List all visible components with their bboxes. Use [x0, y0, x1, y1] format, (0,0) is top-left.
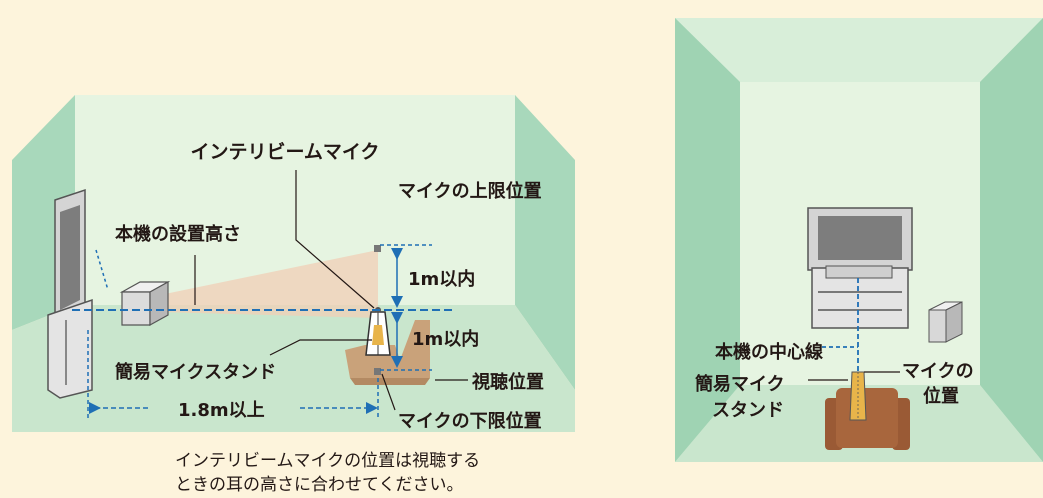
right-leader-lines	[808, 371, 900, 381]
left-room	[12, 95, 575, 432]
tv-rack	[807, 207, 913, 329]
caption-line-2: ときの耳の高さに合わせてください。	[175, 475, 464, 495]
label-within-1m-lower: 1m以内	[412, 328, 479, 350]
label-mic-position-line1: マイクの	[902, 361, 974, 382]
sound-beam	[160, 250, 378, 318]
label-mic-lower-limit: マイクの下限位置	[398, 410, 542, 432]
label-simple-mic-line2: スタンド	[712, 400, 784, 421]
label-simple-mic-line1: 簡易マイク	[695, 373, 785, 395]
label-mic-position-line2: 位置	[923, 385, 959, 407]
label-simple-mic-stand: 簡易マイクスタンド	[115, 361, 276, 383]
mic-upper-marker	[374, 245, 381, 252]
armchair	[825, 388, 910, 450]
left-room-floor	[12, 305, 575, 432]
right-guide-lines	[822, 278, 859, 372]
label-mic-upper-limit: マイクの上限位置	[398, 180, 542, 202]
small-speaker	[928, 301, 963, 343]
label-unit-install-height: 本機の設置高さ	[115, 223, 241, 245]
right-room-left-wall	[675, 18, 740, 462]
label-within-1m-upper: 1m以内	[408, 268, 475, 290]
label-intellibeam-mic: インテリビームマイク	[190, 141, 379, 163]
right-room-right-wall	[980, 18, 1043, 462]
label-unit-center-line: 本機の中心線	[715, 341, 823, 363]
mic-lower-marker	[374, 368, 381, 375]
main-unit-box	[119, 280, 171, 327]
leader-lines	[194, 170, 468, 411]
label-min-distance: 1.8m以上	[178, 400, 265, 421]
left-room-right-wall	[515, 95, 575, 390]
tv-set	[47, 188, 93, 399]
right-room-ceiling	[675, 18, 1043, 82]
caption-line-1: インテリビームマイクの位置は視聴する	[175, 451, 480, 471]
label-listening-position: 視聴位置	[471, 371, 544, 393]
guide-lines	[72, 244, 455, 420]
mic-stand-right	[849, 371, 867, 421]
left-room-back-wall	[75, 95, 515, 305]
